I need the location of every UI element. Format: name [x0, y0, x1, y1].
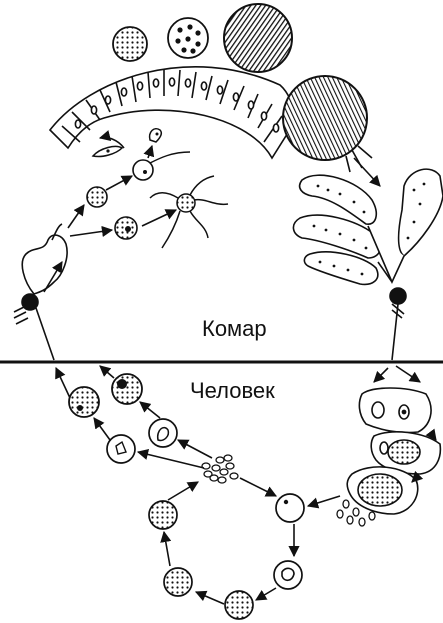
rbc-mature-schizont [164, 568, 192, 596]
proboscis-left [14, 294, 54, 360]
rbc-gametocyte-young [107, 435, 135, 463]
human-host-label: Человек [190, 378, 275, 404]
oocyst-growing [168, 18, 208, 58]
cycle-arrows [44, 137, 436, 604]
merozoite-cluster [202, 455, 238, 483]
rbc-gametocyte-female [69, 387, 99, 417]
mosquito-gut-outline [22, 224, 67, 294]
proboscis-right [390, 288, 406, 360]
zygote [150, 129, 162, 142]
liver-cell-1 [359, 388, 431, 433]
rbc-gametocyte-male [112, 374, 142, 404]
oocyst-rupturing [283, 76, 372, 172]
exflagellating-microgametocyte [150, 176, 228, 248]
mosquito-host-label: Комар [202, 316, 267, 342]
rbc-ring-stage [276, 494, 304, 522]
liver-schizont [347, 467, 418, 514]
rbc-trophozoite [274, 561, 302, 589]
rbc-gametocyte-developing [149, 419, 177, 447]
macrogamete [87, 187, 107, 207]
oocyst-mature [224, 4, 292, 72]
salivary-gland [293, 169, 443, 284]
ookinete [93, 146, 122, 156]
rbc-segmenter [149, 501, 177, 529]
rbc-schizont [225, 591, 253, 619]
fertilization-cell [133, 152, 190, 180]
oocyst-young [113, 27, 147, 61]
female-gamete [115, 217, 137, 239]
midgut-wall [50, 67, 296, 158]
